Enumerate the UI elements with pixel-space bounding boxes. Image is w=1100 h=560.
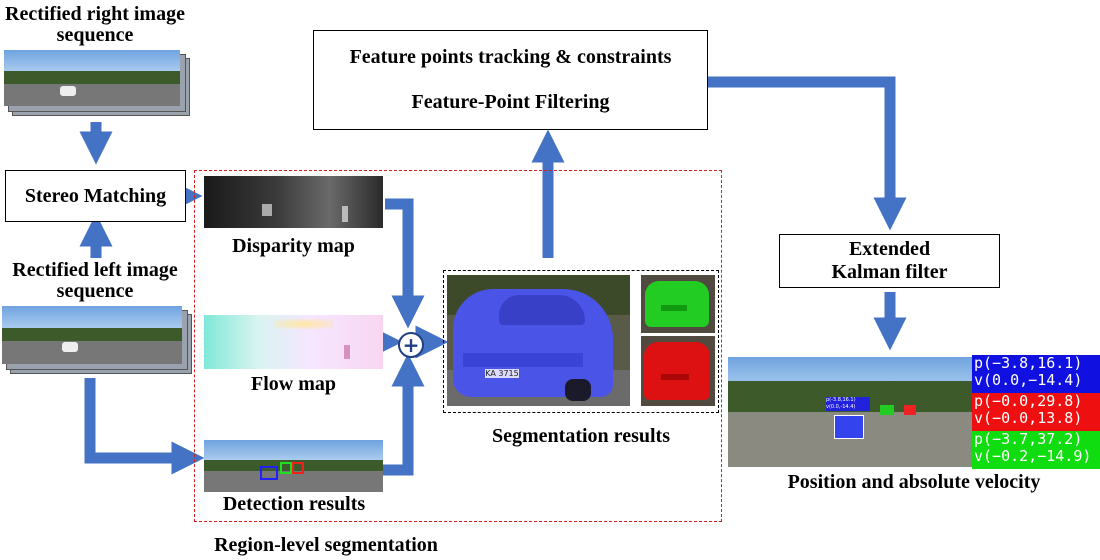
- segmentation-results-label: Segmentation results: [492, 425, 670, 447]
- segmentation-main-image: KA 3715: [447, 275, 630, 406]
- arrow-left-to-detection: [84, 378, 205, 475]
- right-image-sequence: [4, 50, 190, 116]
- stereo-matching-block: Stereo Matching: [5, 170, 186, 222]
- detection-results-label: Detection results: [222, 493, 366, 515]
- output-label: Position and absolute velocity: [787, 471, 1041, 493]
- fusion-plus-icon: +: [398, 332, 424, 358]
- left-sequence-title: Rectified left image sequence: [12, 259, 178, 302]
- segmentation-green-car: [641, 275, 715, 333]
- feature-tracking-line1: Feature points tracking & constraints: [349, 46, 672, 68]
- disparity-map-label: Disparity map: [232, 235, 355, 257]
- segmentation-results-frame: [443, 270, 719, 413]
- segmentation-red-car: [641, 336, 715, 406]
- flow-map-label: Flow map: [251, 373, 336, 395]
- left-image-sequence: [2, 306, 192, 374]
- flow-map-image: [204, 315, 383, 369]
- region-segmentation-frame: [194, 170, 722, 522]
- arrow-disparity-to-fusion: [385, 198, 425, 329]
- detection-results-image: [204, 440, 383, 492]
- output-image: p(-3.8,16.1) v(0.0,-14.4): [728, 357, 972, 467]
- right-sequence-title: Rectified right image sequence: [5, 3, 185, 46]
- license-plate: KA 3715: [485, 369, 519, 378]
- output-mini-tag: p(-3.8,16.1) v(0.0,-14.4): [826, 397, 870, 411]
- extended-kalman-filter-block: Extended Kalman filter: [779, 234, 1000, 288]
- estimate-red: p(−0.0,29.8) v(−0.0,13.8): [972, 393, 1100, 431]
- estimate-blue: p(−3.8,16.1) v(0.0,−14.4): [972, 355, 1100, 393]
- region-segmentation-label: Region-level segmentation: [214, 534, 438, 556]
- feature-tracking-line2: Feature-Point Filtering: [411, 91, 610, 113]
- disparity-map-image: [204, 176, 383, 228]
- state-estimates-panel: p(−3.8,16.1) v(0.0,−14.4) p(−0.0,29.8) v…: [972, 355, 1100, 469]
- estimate-green: p(−3.7,37.2) v(−0.2,−14.9): [972, 431, 1100, 469]
- feature-tracking-block: Feature points tracking & constraints Fe…: [313, 30, 708, 130]
- arrow-feature-to-ekf: [708, 76, 907, 231]
